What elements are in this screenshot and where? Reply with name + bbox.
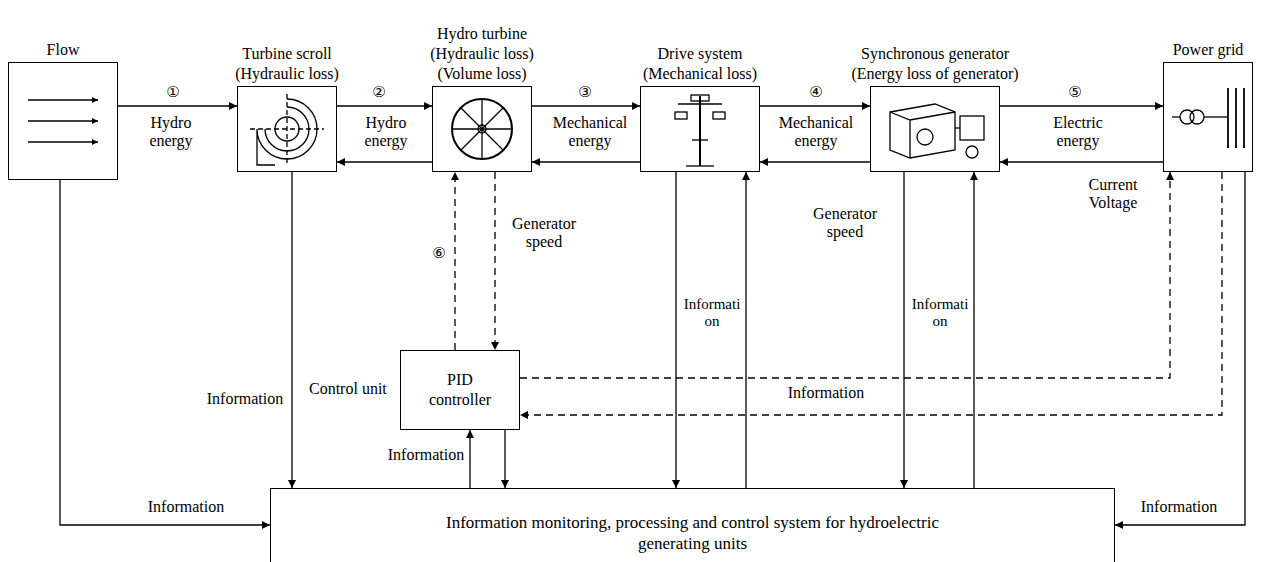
edge-label: Electric energy <box>1040 114 1116 149</box>
flow-arrow <box>532 105 640 106</box>
component-box: Flow <box>8 62 118 180</box>
node-title: Synchronous generator <box>851 44 1018 64</box>
flow-arrow <box>504 430 505 488</box>
annotation: Generator speed <box>798 205 892 240</box>
node-note: (Mechanical loss) <box>643 64 757 84</box>
node-title: Turbine scroll <box>235 44 339 64</box>
flow-arrow <box>675 172 676 488</box>
edge-label: Hydro energy <box>140 114 202 149</box>
flow-arrow <box>469 430 470 488</box>
flow-arrow <box>760 105 870 106</box>
grid-symbol <box>1172 88 1244 148</box>
edge-label: Hydro energy <box>355 114 417 149</box>
flow-arrow <box>1000 161 1163 162</box>
edge-label: Mechanical energy <box>546 114 634 149</box>
text-group: PID controller <box>401 351 519 429</box>
process-box: PID controller <box>400 350 520 430</box>
signal-arrow <box>520 172 1222 415</box>
edge-label: Information <box>908 296 972 329</box>
flow-arrow <box>1115 172 1245 525</box>
edge-label: Information <box>1128 498 1230 516</box>
scroll-symbol <box>250 94 324 166</box>
component-box: Turbine scroll(Hydraulic loss) <box>237 86 337 172</box>
annotation: Current Voltage <box>1073 176 1153 211</box>
node-note: (Hydraulic loss) <box>235 64 339 84</box>
process-box: Information monitoring, processing and c… <box>270 488 1115 562</box>
text-group: Power grid <box>1173 40 1244 60</box>
text-group: Turbine scroll(Hydraulic loss) <box>235 44 339 84</box>
flow-arrow <box>337 161 432 162</box>
flow-arrow <box>337 105 432 106</box>
signal-arrow <box>494 172 495 350</box>
node-title: Flow <box>47 40 80 60</box>
callout-number: ⑥ <box>426 245 452 262</box>
signal-arrow <box>520 172 1170 378</box>
component-box: Hydro turbine(Hydraulic loss)(Volume los… <box>432 86 532 172</box>
flow-arrow <box>745 172 746 488</box>
flow-arrow <box>1000 105 1163 106</box>
component-box: Drive system(Mechanical loss) <box>640 86 760 172</box>
edge-label: Information <box>200 390 290 408</box>
node-title: PID controller <box>415 370 505 410</box>
node-title: Power grid <box>1173 40 1244 60</box>
flow-arrow <box>903 172 904 488</box>
flow-arrow <box>760 161 870 162</box>
annotation: Control unit <box>308 380 388 398</box>
callout-number: ③ <box>572 84 598 101</box>
edge-label: Information <box>770 384 882 402</box>
callout-number: ① <box>160 84 186 101</box>
edge-label: Generator speed <box>503 215 585 250</box>
node-note: (Energy loss of generator) <box>851 64 1018 84</box>
component-box: Power grid <box>1163 62 1253 172</box>
flow-arrow <box>60 180 270 525</box>
text-group: Flow <box>47 40 80 60</box>
text-group: Information monitoring, processing and c… <box>271 489 1114 562</box>
node-title: Information monitoring, processing and c… <box>433 512 953 555</box>
text-group: Synchronous generator(Energy loss of gen… <box>851 44 1018 84</box>
edge-label: Information <box>680 296 744 329</box>
flow-symbol <box>28 100 98 142</box>
node-title: Drive system <box>643 44 757 64</box>
flow-arrow <box>532 161 640 162</box>
component-box: Synchronous generator(Energy loss of gen… <box>870 86 1000 172</box>
node-note: (Volume loss) <box>430 64 534 84</box>
flow-arrow <box>291 172 292 488</box>
edge-label: Information <box>383 446 469 464</box>
node-title: Hydro turbine <box>430 24 534 44</box>
drive-symbol <box>675 95 725 166</box>
callout-number: ② <box>366 84 392 101</box>
callout-number: ⑤ <box>1062 84 1088 101</box>
turbine-symbol <box>452 99 512 159</box>
flow-arrow <box>118 105 237 106</box>
node-note: (Hydraulic loss) <box>430 44 534 64</box>
edge-label: Information <box>135 498 237 516</box>
edge-label: Mechanical energy <box>772 114 860 149</box>
signal-arrow <box>454 172 455 350</box>
text-group: Drive system(Mechanical loss) <box>643 44 757 84</box>
generator-symbol <box>890 104 984 158</box>
text-group: Hydro turbine(Hydraulic loss)(Volume los… <box>430 24 534 84</box>
callout-number: ④ <box>803 84 829 101</box>
flow-arrow <box>973 172 974 488</box>
